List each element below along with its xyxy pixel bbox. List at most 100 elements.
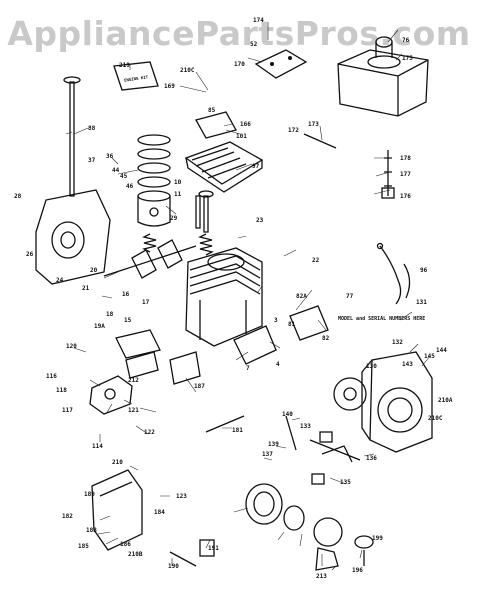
recoil-pulley — [313, 517, 343, 571]
part-label-210B: 210B — [128, 551, 143, 558]
part-label-19A: 19A — [94, 323, 105, 330]
air-cleaner-bracket — [254, 49, 308, 79]
part-label-135: 135 — [340, 479, 351, 486]
part-label-140: 140 — [282, 411, 293, 418]
part-label-139: 139 — [268, 441, 279, 448]
part-label-46: 46 — [126, 183, 134, 190]
part-label-123: 123 — [176, 493, 187, 500]
part-label-44: 44 — [112, 167, 120, 174]
part-label-85: 85 — [208, 107, 216, 114]
part-label-76: 76 — [402, 37, 410, 44]
piston-rings — [137, 134, 171, 188]
part-label-37: 37 — [88, 157, 96, 164]
crankshaft — [103, 239, 197, 279]
valve-springs — [142, 233, 214, 256]
part-label-173: 173 — [308, 121, 319, 128]
part-label-132: 132 — [392, 339, 403, 346]
part-label-7: 7 — [246, 365, 250, 372]
part-label-22: 22 — [312, 257, 320, 264]
part-label-82: 82 — [322, 335, 330, 342]
part-label-186: 186 — [120, 541, 131, 548]
part-label-4: 4 — [276, 361, 280, 368]
fan-baffle — [233, 325, 277, 365]
part-label-145: 145 — [424, 353, 435, 360]
part-label-114: 114 — [92, 443, 103, 450]
part-label-185: 185 — [78, 543, 89, 550]
part-label-52: 52 — [250, 41, 258, 48]
air-cleaner-housing — [337, 36, 429, 117]
part-label-17: 17 — [142, 299, 150, 306]
part-label-190: 190 — [168, 563, 179, 570]
part-label-122: 122 — [144, 429, 155, 436]
blower-housing — [361, 351, 433, 453]
cylinder-block — [185, 247, 263, 347]
piston — [137, 190, 171, 227]
part-label-81: 81 — [288, 321, 296, 328]
throttle-bracket — [169, 539, 215, 567]
part-label-166: 166 — [240, 121, 251, 128]
part-label-131: 131 — [416, 299, 427, 306]
part-label-96: 96 — [420, 267, 428, 274]
part-label-77: 77 — [346, 293, 354, 300]
part-label-101: 101 — [236, 133, 247, 140]
valves — [63, 76, 214, 233]
ignition-coil — [289, 305, 329, 341]
part-label-172: 172 — [288, 127, 299, 134]
part-label-174: 174 — [253, 17, 264, 24]
part-label-97: 97 — [252, 163, 260, 170]
crankcase-cover — [35, 189, 111, 285]
part-label-16: 16 — [122, 291, 130, 298]
part-label-212: 212 — [128, 377, 139, 384]
part-label-196: 196 — [352, 567, 363, 574]
part-label-187: 187 — [194, 383, 205, 390]
part-label-210C: 210C — [180, 67, 195, 74]
part-label-18: 18 — [106, 311, 114, 318]
part-label-26: 26 — [26, 251, 34, 258]
part-label-219: 219 — [119, 62, 130, 69]
governor-linkage — [285, 415, 361, 485]
part-label-210A: 210A — [438, 397, 453, 404]
part-label-29: 29 — [170, 215, 178, 222]
part-label-175: 175 — [402, 55, 413, 62]
part-label-3: 3 — [274, 317, 278, 324]
breather-tube — [303, 133, 337, 149]
part-label-210: 210 — [112, 459, 123, 466]
part-label-176: 176 — [400, 193, 411, 200]
part-label-116: 116 — [46, 373, 57, 380]
part-label-137: 137 — [262, 451, 273, 458]
muffler — [169, 351, 201, 385]
part-label-213: 213 — [316, 573, 327, 580]
part-label-45: 45 — [120, 173, 128, 180]
part-label-178: 178 — [400, 155, 411, 162]
part-label-20: 20 — [90, 267, 98, 274]
part-label-36: 36 — [106, 153, 114, 160]
part-label-199: 199 — [372, 535, 383, 542]
model-serial-callout: MODEL and SERIAL NUMBERS HERE — [338, 316, 425, 322]
part-label-121: 121 — [128, 407, 139, 414]
part-number-labels: 174 52 76 219 210C 169 170 175 85 101 17… — [14, 17, 453, 580]
part-label-191: 191 — [208, 545, 219, 552]
part-label-23: 23 — [256, 217, 264, 224]
part-label-170: 170 — [234, 61, 245, 68]
part-label-15: 15 — [124, 317, 132, 324]
part-label-88: 88 — [88, 125, 96, 132]
part-label-11: 11 — [174, 191, 182, 198]
part-label-21: 21 — [82, 285, 90, 292]
part-label-10: 10 — [174, 179, 182, 186]
part-label-117: 117 — [62, 407, 73, 414]
part-label-143: 143 — [402, 361, 413, 368]
starter-handle — [354, 535, 374, 566]
part-label-184: 184 — [154, 509, 165, 516]
head-gasket — [195, 111, 237, 139]
leader-lines — [65, 22, 431, 571]
flywheel — [333, 377, 367, 411]
cylinder-head — [184, 141, 264, 193]
part-label-183: 183 — [86, 527, 97, 534]
part-label-24: 24 — [56, 277, 64, 284]
wiring-harness — [376, 242, 411, 305]
part-label-182: 182 — [62, 513, 73, 520]
part-label-82A: 82A — [296, 293, 307, 300]
part-label-189: 189 — [84, 491, 95, 498]
instruction-card-text: ENGINE KIT — [124, 74, 149, 82]
